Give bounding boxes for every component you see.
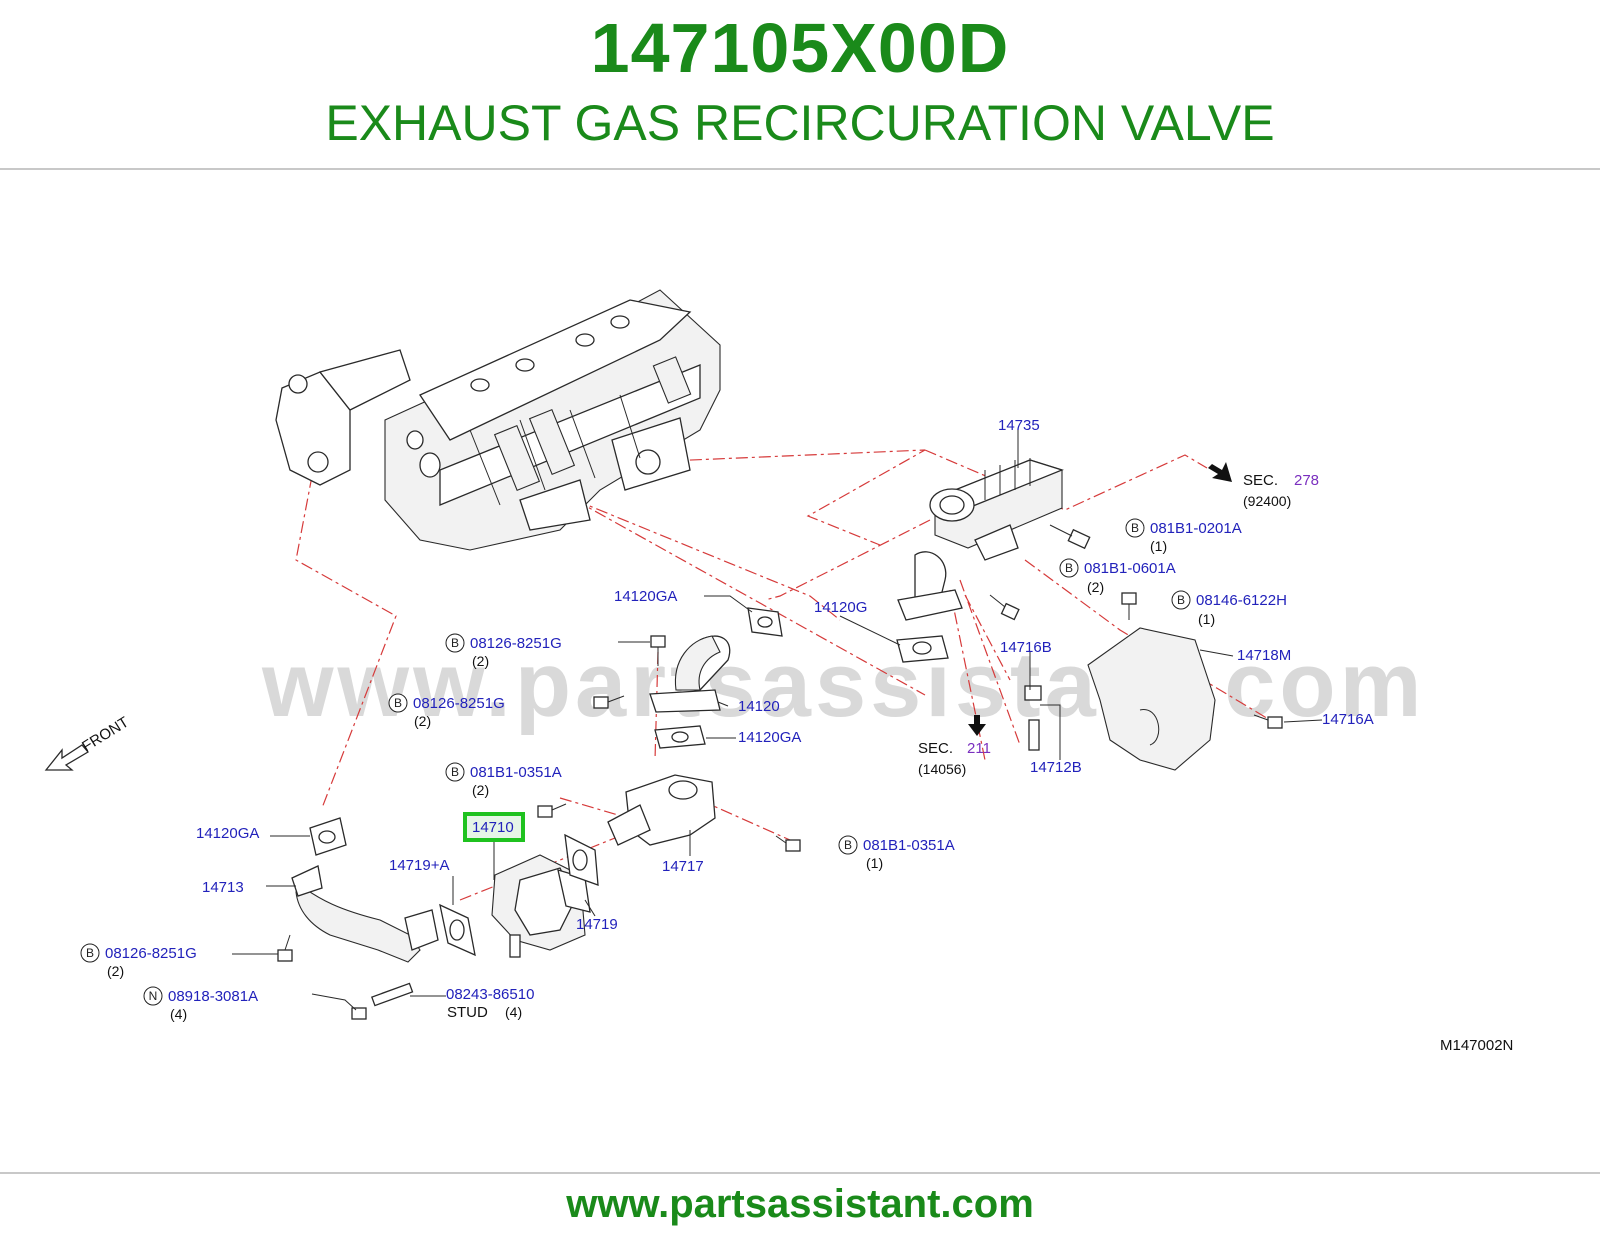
egr-tube-14120	[649, 607, 949, 749]
callout-14120ga-mid[interactable]: 14120GA	[738, 729, 801, 746]
b-mark: B	[86, 946, 94, 960]
callout-14120ga-top[interactable]: 14120GA	[614, 588, 677, 605]
gaskets-14719	[439, 833, 599, 957]
callout-14717[interactable]: 14717	[662, 858, 704, 875]
b-mark-icon	[838, 835, 858, 855]
heat-insulator-14718m	[1087, 627, 1216, 771]
qty: (2)	[472, 782, 489, 798]
pn-081b1-0201a[interactable]: 081B1-0201A	[1150, 520, 1242, 537]
cylinder-head-drawing	[275, 289, 721, 551]
qty: (2)	[107, 963, 124, 979]
pn-081b1-0601a[interactable]: 081B1-0601A	[1084, 560, 1176, 577]
pn-08126-8251g[interactable]: 08126-8251G	[413, 695, 505, 712]
qty: (4)	[170, 1006, 187, 1022]
sec-211-arrow-icon	[968, 715, 986, 736]
egr-valve-14710	[491, 854, 591, 958]
qty: (1)	[866, 855, 883, 871]
b-mark: B	[1131, 521, 1139, 535]
callout-081b1-0201a[interactable]: B 081B1-0201A (1)	[1125, 518, 1242, 554]
n-mark-icon	[143, 986, 163, 1006]
qty: (2)	[1087, 579, 1104, 595]
pn-08146-6122h[interactable]: 08146-6122H	[1196, 592, 1287, 609]
callout-14120g[interactable]: 14120G	[814, 599, 867, 616]
header-divider	[0, 168, 1600, 170]
b-mark: B	[1177, 593, 1185, 607]
b-mark: B	[1065, 561, 1073, 575]
callout-14716b[interactable]: 14716B	[1000, 639, 1052, 656]
sec-278-prefix: SEC.	[1243, 472, 1278, 489]
b-mark: B	[844, 838, 852, 852]
callout-leaders	[232, 430, 1323, 1011]
b-mark-icon	[1125, 518, 1145, 538]
pn-081b1-0351a[interactable]: 081B1-0351A	[470, 764, 562, 781]
b-mark-icon	[445, 762, 465, 782]
callout-14120[interactable]: 14120	[738, 698, 780, 715]
front-label: FRONT	[79, 714, 132, 756]
b-mark: B	[394, 696, 402, 710]
callout-14716a[interactable]: 14716A	[1322, 711, 1374, 728]
b-mark-icon	[388, 693, 408, 713]
callout-08146-6122h[interactable]: B 08146-6122H (1)	[1171, 590, 1287, 627]
sec-211-sub: (14056)	[918, 761, 966, 777]
callout-14718m[interactable]: 14718M	[1237, 647, 1291, 664]
b-mark-icon	[1059, 558, 1079, 578]
footer-divider	[0, 1172, 1600, 1174]
sec-278-sub: (92400)	[1243, 493, 1291, 509]
qty: (1)	[1198, 611, 1215, 627]
callout-14120ga-left[interactable]: 14120GA	[196, 825, 259, 842]
callout-081b1-0351a-b[interactable]: B 081B1-0351A (1)	[838, 835, 955, 871]
b-mark: B	[451, 765, 459, 779]
qty: (4)	[505, 1004, 522, 1020]
egr-tube-14713	[291, 817, 439, 963]
b-mark-icon	[80, 943, 100, 963]
qty: (2)	[472, 653, 489, 669]
footer-site-link[interactable]: www.partsassistant.com	[566, 1182, 1034, 1226]
callout-08243-86510[interactable]: 08243-86510 STUD (4)	[446, 986, 534, 1021]
callout-08126-8251g-a[interactable]: B 08126-8251G (2)	[445, 633, 562, 669]
pn-08243-86510[interactable]: 08243-86510	[446, 986, 534, 1003]
part-name-title: EXHAUST GAS RECIRCURATION VALVE	[325, 95, 1275, 151]
pn-081b1-0351a[interactable]: 081B1-0351A	[863, 837, 955, 854]
egr-adapter-14717	[607, 774, 716, 846]
callout-14719[interactable]: 14719	[576, 916, 618, 933]
callout-08918-3081a[interactable]: N 08918-3081A (4)	[143, 986, 258, 1022]
egr-cooler-14735	[897, 458, 1064, 621]
b-mark-icon	[1171, 590, 1191, 610]
part-code-title: 147105X00D	[590, 9, 1010, 87]
callout-14719a[interactable]: 14719+A	[389, 857, 449, 874]
b-mark-icon	[445, 633, 465, 653]
front-arrow-icon	[44, 744, 89, 771]
callout-14735[interactable]: 14735	[998, 417, 1040, 434]
pn-08126-8251g[interactable]: 08126-8251G	[470, 635, 562, 652]
fasteners	[277, 524, 1283, 1020]
callout-08126-8251g-c[interactable]: B 08126-8251G (2)	[80, 943, 197, 979]
page-header: 147105X00D EXHAUST GAS RECIRCURATION VAL…	[0, 0, 1600, 170]
sec-211-prefix: SEC.	[918, 740, 953, 757]
assembly-dash-lines	[295, 449, 1271, 901]
n-mark: N	[149, 989, 158, 1003]
sec-278-arrow-icon	[1208, 462, 1232, 482]
callout-14712b[interactable]: 14712B	[1030, 759, 1082, 776]
sec-278-link[interactable]: 278	[1294, 472, 1319, 489]
sec-211-link[interactable]: 211	[967, 740, 991, 757]
callout-14710-highlighted[interactable]: 14710	[472, 819, 514, 836]
callout-14713[interactable]: 14713	[202, 879, 244, 896]
diagram-code: M147002N	[1440, 1037, 1513, 1054]
callout-081b1-0351a-a[interactable]: B 081B1-0351A (2)	[445, 762, 562, 798]
qty: (2)	[414, 713, 431, 729]
highlight-box-14710	[463, 812, 525, 842]
pn-08918-3081a[interactable]: 08918-3081A	[168, 988, 258, 1005]
callout-081b1-0601a[interactable]: B 081B1-0601A (2)	[1059, 558, 1176, 595]
qty: (1)	[1150, 538, 1167, 554]
callout-08126-8251g-b[interactable]: B 08126-8251G (2)	[388, 693, 505, 729]
b-mark: B	[451, 636, 459, 650]
pn-08126-8251g[interactable]: 08126-8251G	[105, 945, 197, 962]
stud-label: STUD	[447, 1004, 488, 1021]
